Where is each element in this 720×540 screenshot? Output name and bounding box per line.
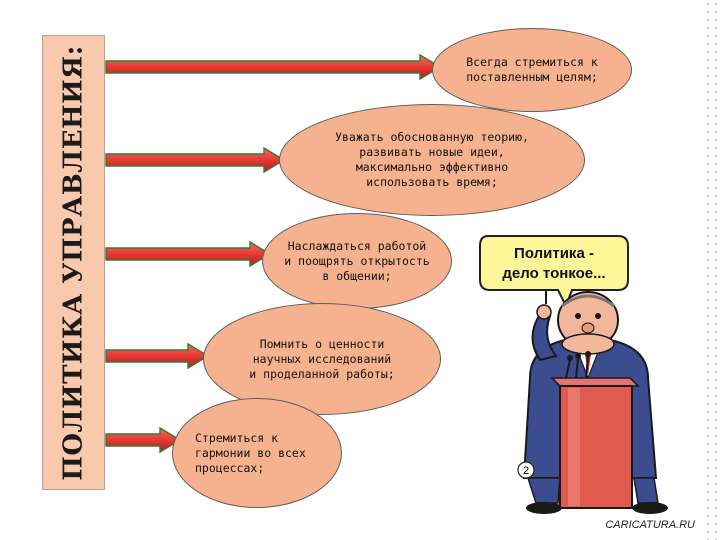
item-oval-2: Уважать обоснованную теорию, развивать н… bbox=[279, 104, 585, 216]
speech-bubble: Политика - дело тонкое... bbox=[479, 235, 629, 309]
item-oval-5: Стремиться к гармонии во всех процессах; bbox=[172, 398, 342, 508]
badge-number: 2 bbox=[523, 465, 529, 477]
item-text-5: Стремиться к гармонии во всех процессах; bbox=[195, 430, 306, 475]
dotted-edge-decoration bbox=[704, 0, 720, 540]
item-text-1: Всегда стремиться к поставленным целям; bbox=[466, 55, 598, 84]
arrow-5 bbox=[105, 426, 182, 454]
title-panel: ПОЛИТИКА УПРАВЛЕНИЯ: bbox=[42, 35, 105, 490]
item-text-2: Уважать обоснованную теорию, развивать н… bbox=[335, 130, 529, 189]
speech-line-1: Политика - bbox=[514, 245, 594, 262]
cartoon-signature: CARICATURA.RU bbox=[605, 519, 695, 531]
copyright-badge: 2 bbox=[517, 461, 535, 479]
item-text-4: Помнить о ценности научных исследований … bbox=[249, 336, 395, 381]
arrow-3 bbox=[105, 240, 272, 268]
arrow-4 bbox=[105, 342, 210, 370]
item-text-3: Наслаждаться работой и поощрять открытос… bbox=[284, 238, 430, 283]
item-oval-3: Наслаждаться работой и поощрять открытос… bbox=[262, 213, 452, 309]
arrow-1 bbox=[105, 53, 442, 81]
arrow-2 bbox=[105, 146, 286, 174]
item-oval-4: Помнить о ценности научных исследований … bbox=[203, 303, 441, 415]
speech-line-2: дело тонкое... bbox=[502, 265, 605, 282]
item-oval-1: Всегда стремиться к поставленным целям; bbox=[432, 28, 632, 112]
politician-cartoon: Политика - дело тонкое... 2 CARICATURA.R… bbox=[479, 235, 695, 531]
podium bbox=[550, 377, 640, 509]
